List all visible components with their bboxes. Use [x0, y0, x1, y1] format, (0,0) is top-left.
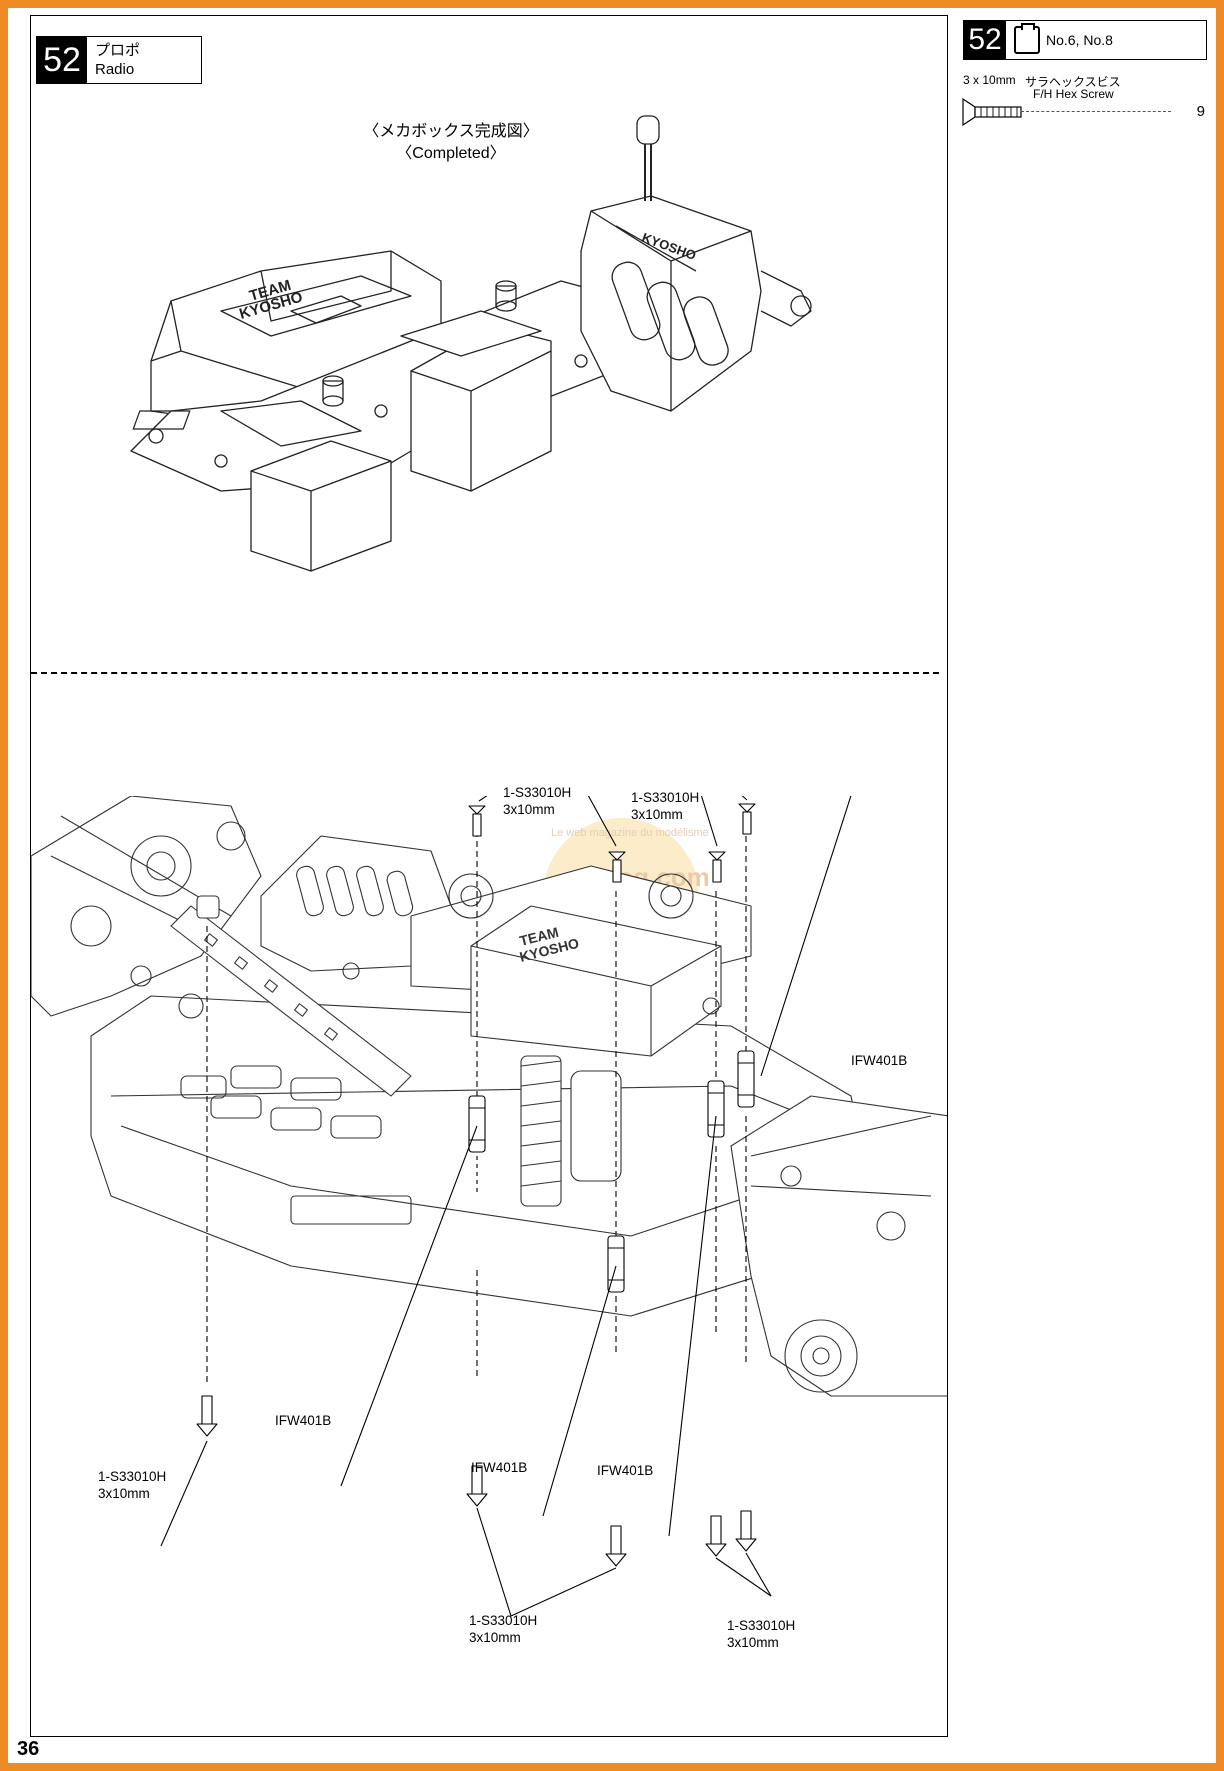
callout-screw-top-right: 1-S33010H 3x10mm	[631, 789, 699, 823]
callout-collar-right: IFW401B	[851, 1053, 908, 1068]
callout-screw-bottom-right: 1-S33010H 3x10mm	[727, 1617, 795, 1651]
parts-bag-icon	[1014, 23, 1040, 54]
spur-gear-drawing	[520, 1055, 622, 1207]
receiver-box-drawing: KYOSHO TEAM	[150, 250, 442, 422]
callout-size: 3x10mm	[98, 1486, 150, 1501]
callout-size: 3x10mm	[503, 802, 555, 817]
collar-column-3	[707, 891, 725, 1336]
collar-column-4	[737, 826, 755, 1366]
parts-item-size: 3 x 10mm	[963, 73, 1016, 87]
mech-box-installed-drawing: TEAM KYOSHO	[260, 835, 752, 1057]
watermark-tagline: Le web magazine du modélisme	[551, 827, 709, 839]
instruction-panel: 52 プロポ Radio 〈メカボックス完成図〉 〈Completed〉 KYO…	[30, 15, 948, 1737]
parts-bag-ref: No.6, No.8	[1046, 32, 1113, 48]
parts-item-name-jp: サラヘックスビス	[1025, 75, 1121, 89]
completed-caption-en: 〈Completed〉	[396, 145, 506, 162]
callout-size: 3x10mm	[631, 807, 683, 822]
parts-item-qty: 9	[1196, 103, 1205, 120]
parts-item-leader	[1021, 111, 1171, 112]
top-screws	[468, 803, 756, 883]
callout-collar-mid-left: IFW401B	[471, 1460, 528, 1475]
callout-collar-left: IFW401B	[275, 1413, 332, 1428]
parts-item: 3 x 10mm サラヘックスビス F/H Hex Screw 9	[962, 73, 1209, 133]
steering-servo-drawing	[132, 375, 392, 572]
step-title-en: Radio	[95, 61, 135, 78]
step-number: 52	[37, 37, 87, 83]
callout-code: 1-S33010H	[503, 785, 572, 800]
callout-screw-bottom-mid: 1-S33010H 3x10mm	[469, 1612, 537, 1646]
completed-caption-jp: 〈メカボックス完成図〉	[363, 123, 539, 140]
parts-panel: 52 No.6, No.8 3 x 10mm サラヘックスビス F/H Hex …	[955, 15, 1211, 1737]
completed-caption: 〈メカボックス完成図〉 〈Completed〉	[301, 121, 601, 165]
callout-collar-mid-right: IFW401B	[597, 1463, 654, 1478]
callout-screw-bottom-left: 1-S33010H 3x10mm	[98, 1468, 166, 1502]
parts-item-name-en: F/H Hex Screw	[1033, 87, 1114, 101]
section-divider	[31, 672, 939, 674]
chassis-assembly-illustration: TEAM KYOSHO	[31, 796, 947, 1617]
right-suspension-drawing	[730, 1095, 947, 1397]
callout-code: 1-S33010H	[727, 1618, 796, 1633]
step-titles: プロポ Radio	[87, 37, 148, 83]
callout-code: 1-S33010H	[98, 1469, 167, 1484]
leader-lines	[160, 796, 852, 1617]
callout-code: 1-S33010H	[469, 1613, 538, 1628]
callout-code: 1-S33010H	[631, 790, 700, 805]
battery-box-drawing: KYOSHO	[580, 115, 812, 412]
left-suspension-drawing	[31, 796, 262, 1019]
step-title-jp: プロポ	[95, 42, 141, 59]
flat-head-screw-icon	[962, 97, 1022, 127]
parts-step-number: 52	[964, 21, 1006, 59]
callout-size: 3x10mm	[469, 1630, 521, 1645]
callout-size: 3x10mm	[727, 1635, 779, 1650]
page-number: 36	[17, 1738, 40, 1760]
completed-mechbox-illustration: KYOSHO TEAM	[130, 115, 812, 572]
step-header: 52 プロポ Radio	[36, 36, 202, 84]
callout-screw-top-left: 1-S33010H 3x10mm	[503, 784, 571, 818]
throttle-servo-drawing	[400, 280, 552, 492]
parts-header: 52 No.6, No.8	[963, 20, 1207, 60]
bottom-screws	[196, 1395, 757, 1567]
steering-link-drawing	[170, 895, 412, 1097]
